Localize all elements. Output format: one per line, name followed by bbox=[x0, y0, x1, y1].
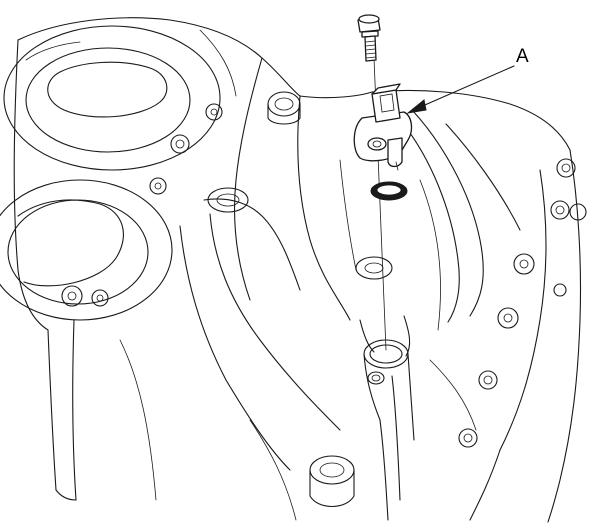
callout-arrowhead bbox=[406, 99, 427, 114]
upper-boss bbox=[267, 91, 301, 125]
callout-label: A bbox=[516, 46, 529, 67]
o-ring bbox=[370, 181, 408, 201]
callout-a: A bbox=[406, 46, 529, 114]
mid-boss bbox=[355, 256, 393, 280]
mounting-bolt bbox=[357, 14, 381, 62]
speed-sensor bbox=[353, 83, 413, 171]
left-bosses bbox=[61, 103, 223, 307]
flange-bolts bbox=[458, 158, 587, 448]
transmission-housing bbox=[0, 17, 587, 523]
sensor-bore bbox=[359, 315, 415, 521]
callout-leader-line bbox=[417, 65, 515, 109]
lower-boss bbox=[309, 455, 355, 508]
